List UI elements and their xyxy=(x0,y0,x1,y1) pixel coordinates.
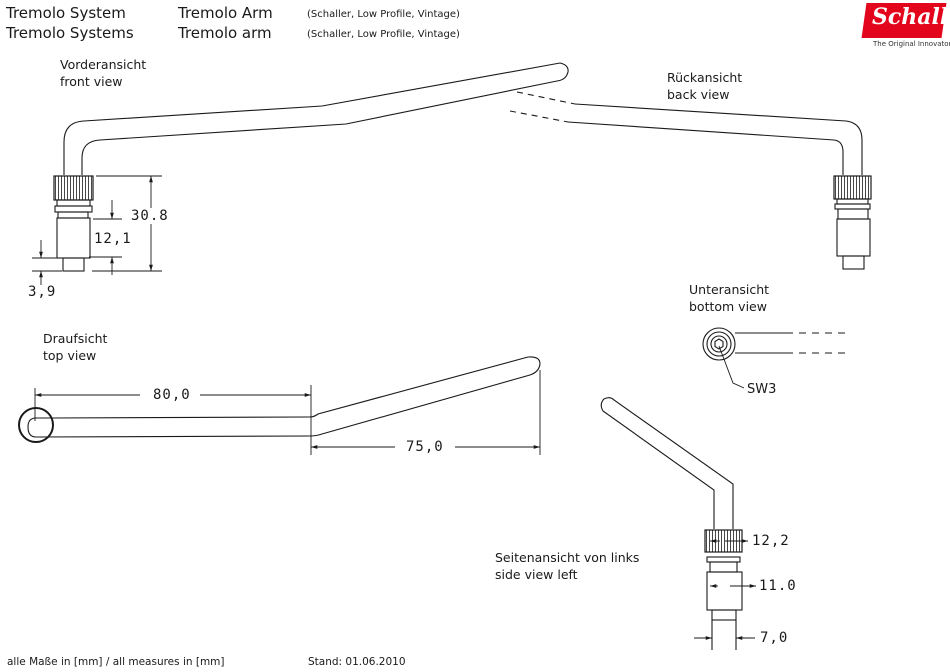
brand-tagline: The Original Innovators xyxy=(873,40,950,48)
dim-straight-length: 80,0 xyxy=(153,387,191,403)
dim-sleeve-height: 12,1 xyxy=(94,231,132,247)
bottom-view xyxy=(702,327,845,389)
side-view-dimensions xyxy=(694,539,756,640)
bottom-view-label-en: bottom view xyxy=(689,299,767,314)
side-view-fitting xyxy=(704,529,743,650)
front-view-fitting xyxy=(53,175,94,272)
back-view-fitting xyxy=(833,175,872,270)
variants-en: (Schaller, Low Profile, Vintage) xyxy=(307,29,460,40)
dim-knurl-diameter: 12,2 xyxy=(752,533,790,549)
back-view-arm xyxy=(509,91,863,175)
product-en: Tremolo arm xyxy=(178,24,272,42)
front-view-label-de: Vorderansicht xyxy=(60,57,147,72)
front-view-arm xyxy=(63,62,569,175)
top-view-dimensions xyxy=(34,370,541,455)
dim-hex-key: SW3 xyxy=(747,382,777,397)
category-en: Tremolo Systems xyxy=(6,24,134,42)
top-view-label-de: Draufsicht xyxy=(43,331,108,346)
dim-angled-length: 75,0 xyxy=(406,439,444,455)
footer-date: Stand: 01.06.2010 xyxy=(308,656,406,668)
dim-overall-height: 30.8 xyxy=(131,208,169,224)
footer-units: alle Maße in [mm] / all measures in [mm] xyxy=(7,656,225,668)
front-view-label-en: front view xyxy=(60,74,123,89)
dim-tip-height: 3,9 xyxy=(28,284,57,300)
back-view-label-en: back view xyxy=(667,87,730,102)
front-view-dimensions xyxy=(32,175,162,285)
side-view-label-de: Seitenansicht von links xyxy=(495,550,640,565)
dim-sleeve-diameter: 11.0 xyxy=(759,578,797,594)
category-de: Tremolo System xyxy=(6,4,126,22)
bottom-view-label-de: Unteransicht xyxy=(689,282,770,297)
variants-de: (Schaller, Low Profile, Vintage) xyxy=(307,9,460,20)
product-de: Tremolo Arm xyxy=(178,4,273,22)
top-view-label-en: top view xyxy=(43,348,97,363)
top-view-arm xyxy=(18,356,541,443)
side-view-label-en: side view left xyxy=(495,567,578,582)
back-view-label-de: Rückansicht xyxy=(667,70,743,85)
side-view-arm xyxy=(600,397,734,529)
dim-tip-diameter: 7,0 xyxy=(760,630,789,646)
brand-name: Schaller xyxy=(872,4,950,30)
